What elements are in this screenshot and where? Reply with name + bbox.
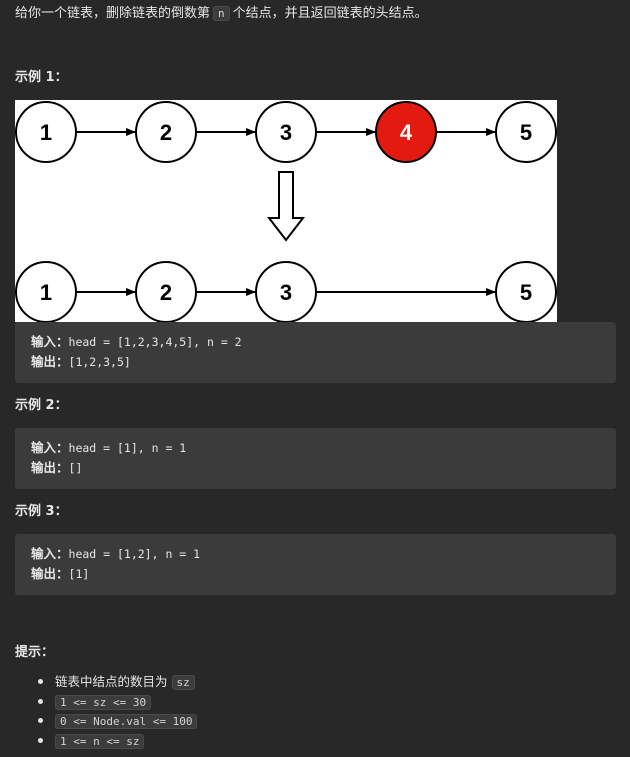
constraint-code: 0 <= Node.val <= 100: [55, 714, 198, 729]
output-value: [1]: [68, 567, 90, 581]
example-3-title: 示例 3：: [15, 504, 68, 519]
example-1-codeblock: 输入：head = [1,2,3,4,5], n = 2 输出：[1,2,3,5…: [15, 322, 616, 383]
constraint-code: sz: [171, 675, 195, 690]
bullet-icon: [38, 679, 43, 684]
down-arrow-icon: [266, 171, 306, 242]
node-top-4-removed: 4: [375, 101, 437, 163]
statement-text-before: 给你一个链表，删除链表的倒数第: [15, 6, 211, 21]
node-top-2: 2: [135, 101, 197, 163]
inline-code-n: n: [213, 6, 230, 21]
constraint-item: 0 <= Node.val <= 100: [0, 711, 198, 731]
svg-text:1: 1: [40, 280, 52, 305]
example-1-input-line: 输入：head = [1,2,3,4,5], n = 2: [31, 332, 242, 352]
node-bottom-5: 5: [495, 261, 557, 322]
output-label: 输出：: [31, 354, 69, 369]
svg-text:2: 2: [160, 280, 172, 305]
bullet-icon: [38, 698, 43, 704]
linked-list-svg: 1 2 3 4 5: [15, 101, 557, 322]
output-value: []: [68, 461, 83, 475]
svg-text:5: 5: [520, 280, 532, 305]
statement-text-after: 个结点，并且返回链表的头结点。: [232, 6, 428, 21]
example-1-output-line: 输出：[1,2,3,5]: [31, 352, 131, 372]
svg-text:1: 1: [40, 120, 52, 145]
bullet-icon: [38, 718, 43, 723]
example-2-title: 示例 2：: [15, 398, 68, 413]
constraint-code: 1 <= n <= sz: [55, 733, 145, 749]
node-top-3: 3: [255, 101, 317, 163]
svg-text:2: 2: [160, 120, 172, 145]
svg-text:3: 3: [280, 120, 292, 145]
input-value: head = [1], n = 1: [68, 441, 187, 455]
node-top-5: 5: [495, 101, 557, 163]
input-value: head = [1,2,3,4,5], n = 2: [68, 335, 242, 349]
example-2-output-line: 输出：[]: [31, 458, 82, 478]
output-label: 输出：: [31, 460, 69, 475]
node-bottom-2: 2: [135, 261, 197, 322]
example-2-codeblock: 输入：head = [1], n = 1 输出：[]: [15, 428, 616, 489]
constraints-title: 提示：: [15, 645, 55, 660]
example-1-linked-list-diagram: 1 2 3 4 5: [15, 100, 557, 322]
input-label: 输入：: [31, 334, 69, 349]
example-3-output-line: 输出：[1]: [31, 564, 89, 584]
example-3-codeblock: 输入：head = [1,2], n = 1 输出：[1]: [15, 534, 616, 595]
example-1-title: 示例 1：: [15, 70, 68, 85]
svg-text:4: 4: [400, 120, 413, 145]
example-3-input-line: 输入：head = [1,2], n = 1: [31, 544, 200, 564]
constraint-text: 链表中结点的数目为: [55, 674, 168, 689]
input-label: 输入：: [31, 546, 69, 561]
node-bottom-1: 1: [15, 261, 77, 322]
input-label: 输入：: [31, 440, 69, 455]
input-value: head = [1,2], n = 1: [68, 547, 201, 561]
example-2-input-line: 输入：head = [1], n = 1: [31, 438, 186, 458]
constraint-item: 1 <= n <= sz: [0, 731, 197, 751]
node-top-1: 1: [15, 101, 77, 163]
node-bottom-3: 3: [255, 261, 317, 322]
constraint-item: 1 <= sz <= 30: [0, 692, 197, 712]
svg-text:3: 3: [280, 280, 292, 305]
output-label: 输出：: [31, 566, 69, 581]
constraint-code: 1 <= sz <= 30: [55, 694, 152, 710]
output-value: [1,2,3,5]: [68, 355, 131, 369]
svg-text:5: 5: [520, 120, 532, 145]
bullet-icon: [38, 737, 43, 743]
